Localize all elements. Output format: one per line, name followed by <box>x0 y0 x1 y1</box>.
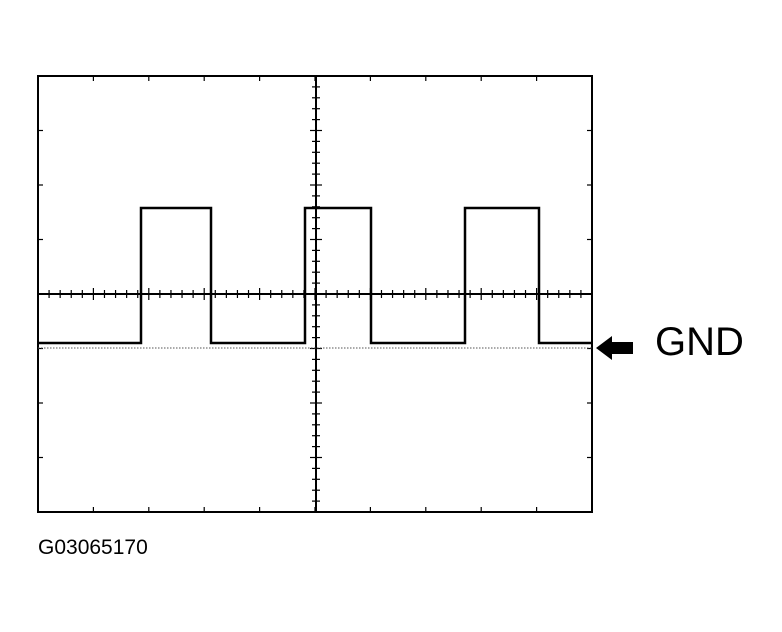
left-arrow-icon <box>596 336 633 360</box>
ground-label: GND <box>655 320 744 364</box>
square-wave-trace <box>38 206 592 345</box>
graticule-ticks <box>38 76 592 512</box>
figure-id: G03065170 <box>38 536 148 559</box>
